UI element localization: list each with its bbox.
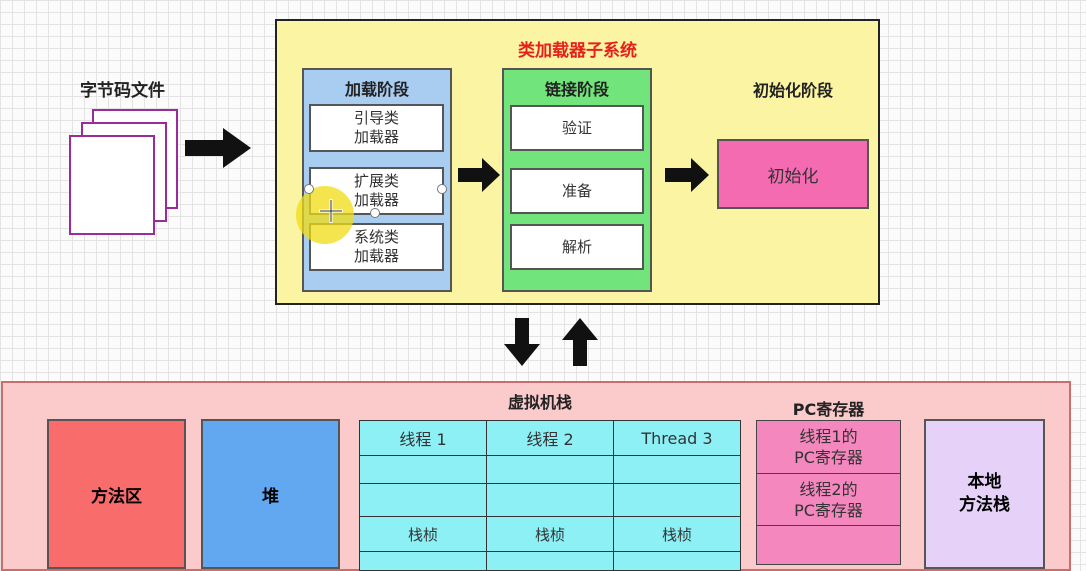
arrow-down-icon	[504, 318, 540, 366]
pc-2-line2: PC寄存器	[794, 500, 863, 520]
selection-handle-bottom[interactable]	[370, 208, 380, 218]
pc-1-line1: 线程1的	[799, 427, 858, 446]
thread-2-header: 线程 2	[486, 420, 614, 456]
stack-frame-cell: 栈桢	[613, 516, 741, 552]
verify-box: 验证	[510, 105, 644, 151]
native-method-stack: 本地 方法栈	[924, 419, 1045, 569]
stack-cell	[613, 455, 741, 484]
init-box: 初始化	[717, 139, 869, 209]
bytecode-file-doc-front	[69, 135, 155, 235]
bootstrap-line1: 引导类	[353, 109, 399, 127]
system-line2: 加载器	[353, 247, 399, 265]
pc-register-thread-1: 线程1的 PC寄存器	[756, 420, 901, 474]
selection-handle-left[interactable]	[304, 184, 314, 194]
bytecode-label: 字节码文件	[80, 81, 165, 101]
prepare-box: 准备	[510, 168, 644, 214]
pc-register-column: 线程1的 PC寄存器 线程2的 PC寄存器	[756, 420, 901, 565]
vm-stack: 线程 1 线程 2 Thread 3 栈桢 栈桢 栈桢	[359, 420, 741, 571]
arrow-up-icon	[562, 318, 598, 366]
native-stack-line2: 方法栈	[959, 495, 1010, 515]
cursor-highlight	[296, 186, 354, 244]
pc-register-thread-2: 线程2的 PC寄存器	[756, 473, 901, 526]
thread-3-header: Thread 3	[613, 420, 741, 456]
stack-cell	[486, 455, 614, 484]
stack-cell	[486, 551, 614, 571]
bootstrap-line2: 加载器	[353, 128, 399, 146]
stack-cell	[486, 483, 614, 517]
linking-phase-title: 链接阶段	[544, 80, 609, 99]
extension-line2: 加载器	[353, 191, 399, 209]
arrow-right-icon	[185, 128, 251, 168]
extension-line1: 扩展类	[353, 172, 399, 190]
arrow-right-icon	[665, 158, 709, 192]
resolve-box: 解析	[510, 224, 644, 270]
thread-1-header: 线程 1	[359, 420, 487, 456]
pc-1-line2: PC寄存器	[794, 448, 863, 467]
method-area: 方法区	[47, 419, 186, 569]
stack-frame-cell: 栈桢	[486, 516, 614, 552]
pc-register-empty	[756, 525, 901, 565]
stack-cell	[359, 455, 487, 484]
heap: 堆	[201, 419, 340, 569]
stack-frame-cell: 栈桢	[359, 516, 487, 552]
loading-phase-title: 加载阶段	[344, 80, 409, 99]
stack-cell	[613, 551, 741, 571]
arrow-right-icon	[458, 158, 500, 192]
native-stack-line1: 本地	[967, 472, 1002, 492]
subsystem-title: 类加载器子系统	[518, 41, 637, 61]
stack-cell	[359, 483, 487, 517]
pc-register-title: PC寄存器	[792, 400, 865, 419]
crosshair-cursor-icon	[319, 199, 343, 223]
stack-cell	[359, 551, 487, 571]
bootstrap-class-loader: 引导类 加载器	[309, 104, 444, 152]
extension-class-loader: 扩展类 加载器	[309, 167, 444, 215]
pc-2-line1: 线程2的	[799, 479, 858, 499]
selection-handle-right[interactable]	[437, 184, 447, 194]
vm-stack-title: 虚拟机栈	[507, 393, 572, 412]
init-phase-title: 初始化阶段	[752, 81, 833, 100]
stack-cell	[613, 483, 741, 517]
system-line1: 系统类	[353, 228, 399, 246]
